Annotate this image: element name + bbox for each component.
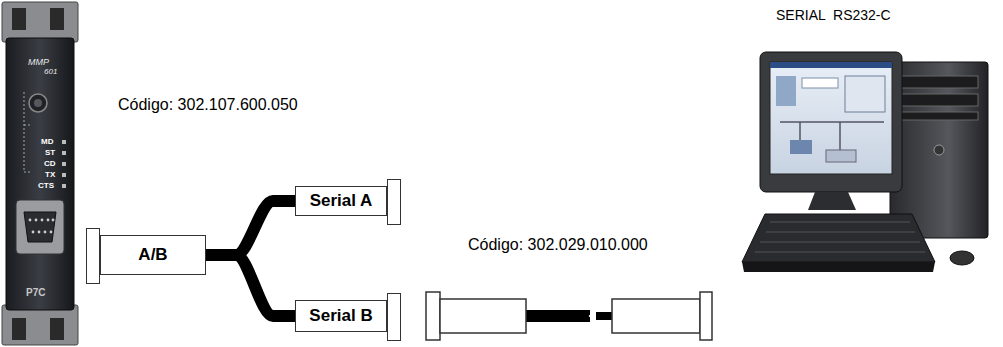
device-marking: TX [45,171,55,179]
y-cable-branch [206,255,295,316]
connector-label: A/B [138,245,167,265]
connector-label: Serial A [310,191,373,211]
part-code: Código: 302.107.600.050 [118,97,298,113]
device-marking: CD [44,160,56,168]
connector-flange [86,228,100,284]
connector-plug: A/B [100,235,206,275]
device-marking: MMP [28,58,49,67]
connector-plug: Serial B [295,300,387,332]
part-code: Código: 302.029.010.000 [468,237,648,253]
part-code: SERIAL RS232-C [776,8,891,22]
connector-plug: Serial A [295,186,387,216]
serial-cable [426,292,712,340]
device-marking: 601 [44,68,57,76]
computer [742,52,988,272]
connector-label: Serial B [309,306,372,326]
device-marking: ST [45,149,55,157]
device-module [2,2,78,345]
device-marking: CTS [38,182,54,190]
connector-flange [387,293,401,341]
device-marking: P7C [26,288,45,298]
connector-flange [387,179,401,225]
y-cable-branch [206,201,295,255]
device-marking: MD [41,138,53,146]
